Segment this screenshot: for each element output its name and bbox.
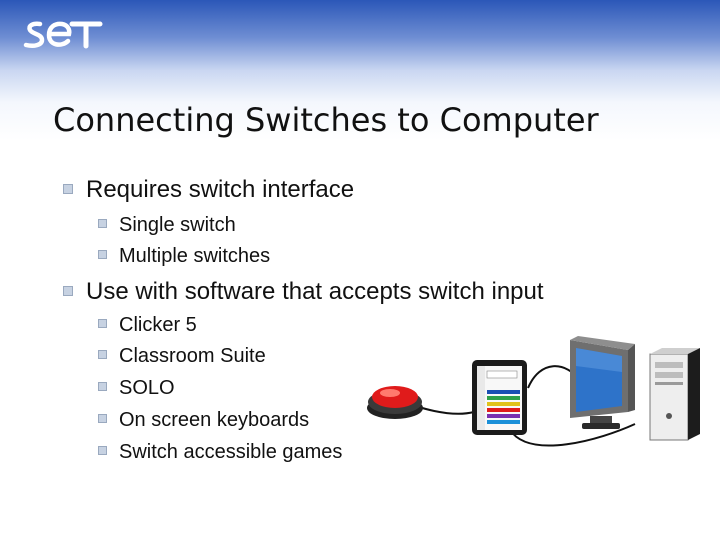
bullet-marker [63, 183, 73, 194]
set-logo [23, 21, 103, 49]
red-switch-button [367, 386, 423, 419]
crt-monitor-icon [570, 336, 635, 429]
sub-bullet-clicker-5: Clicker 5 [98, 314, 197, 337]
bullet-text: Switch accessible games [119, 441, 343, 463]
sub-bullet-classroom-suite: Classroom Suite [98, 345, 266, 368]
bullet-marker [98, 250, 107, 260]
sub-bullet-switch-accessible-games: Switch accessible games [98, 441, 342, 464]
sub-bullet-solo: SOLO [98, 377, 175, 400]
bullet-marker [98, 382, 107, 392]
bullet-text: Use with software that accepts switch in… [86, 278, 544, 305]
bullet-text: SOLO [119, 377, 175, 399]
bullet-marker [63, 285, 73, 296]
bullet-marker [98, 414, 107, 424]
bullet-use-with-software: Use with software that accepts switch in… [63, 278, 544, 306]
bullet-marker [98, 319, 107, 329]
bullet-text: Clicker 5 [119, 314, 197, 336]
bullet-requires-switch-interface: Requires switch interface [63, 176, 354, 204]
sub-bullet-single-switch: Single switch [98, 214, 236, 237]
bullet-text: Multiple switches [119, 245, 271, 267]
computer-tower-icon [649, 348, 700, 441]
switch-setup-illustration [367, 336, 700, 447]
bullet-text: Classroom Suite [119, 345, 266, 367]
sub-bullet-on-screen-keyboards: On screen keyboards [98, 409, 309, 432]
bullet-text: Requires switch interface [86, 176, 355, 203]
bullet-marker [98, 350, 107, 360]
bullet-marker [98, 219, 107, 229]
bullet-text: On screen keyboards [119, 409, 310, 431]
bullet-text: Single switch [119, 214, 236, 236]
slide-title: Connecting Switches to Computer [53, 101, 599, 139]
switch-interface-device [472, 360, 527, 435]
bullet-marker [98, 446, 107, 456]
sub-bullet-multiple-switches: Multiple switches [98, 245, 270, 268]
cable [509, 423, 636, 447]
